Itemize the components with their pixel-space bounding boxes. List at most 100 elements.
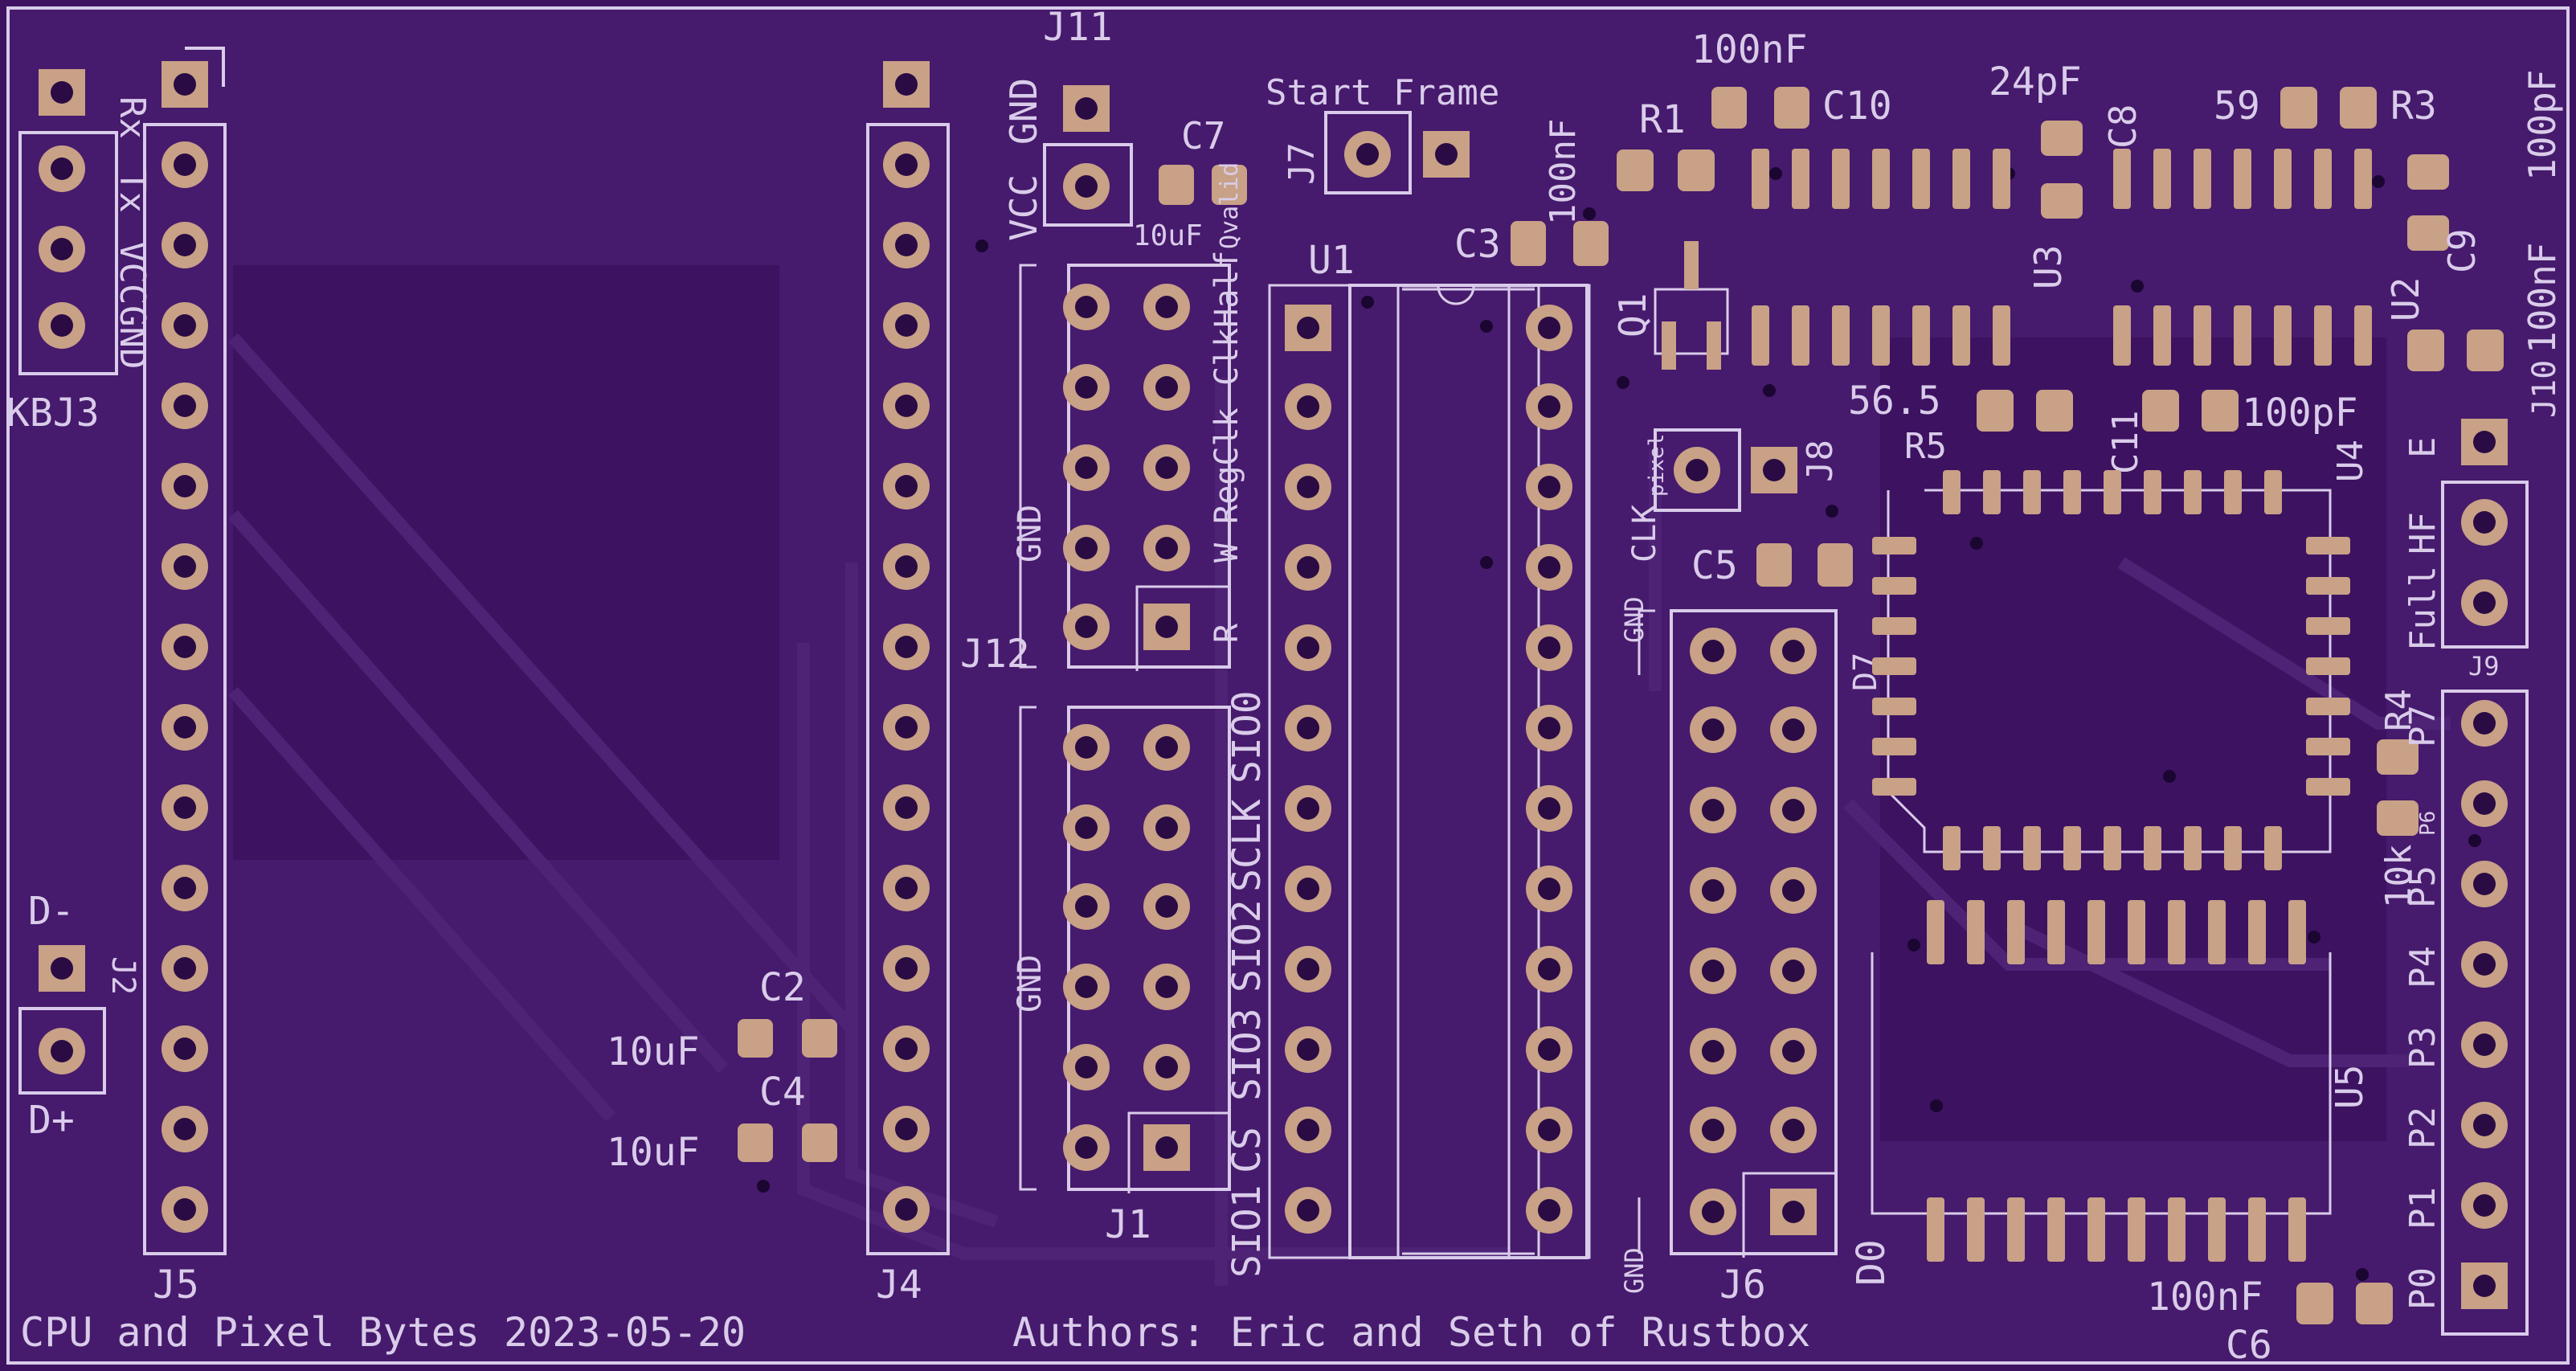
j7-pin-1 [1344,131,1391,178]
j9-label-p7: P7 [2402,705,2443,747]
j11-pin-gnd [1063,85,1110,132]
c7-value: 10uF [1133,219,1203,252]
r4-pad-b [2377,800,2419,836]
j12-pin1-marker [1135,585,1229,671]
q1-pad-1 [1662,321,1676,370]
c6-pad-b [2356,1283,2393,1324]
u1-body [1396,285,1540,1258]
c10-pad-a [1711,87,1747,129]
j6-gnd-bottom-label: GND [1619,1247,1650,1294]
c6-ref: C6 [2226,1323,2272,1368]
j6-pin1-marker [1742,1172,1836,1258]
u1-left-row-outline [1268,284,1351,1259]
kbj3-ref: KBJ3 [6,391,100,436]
kb-label-gnd: GND [112,305,153,369]
j1-gnd-label: GND [1012,955,1049,1013]
u4-pads [1872,470,2350,870]
c5-pad-b [1818,543,1853,587]
c6-value: 100nF [2147,1275,2263,1320]
j9-label-p5: P5 [2402,866,2443,908]
d0-label: D0 [1849,1239,1894,1286]
c7-ref: C7 [1181,114,1225,158]
kb-label-vcc: VCC [112,241,153,305]
j12-label-qvalid: Qvalid [1216,162,1244,249]
j6-ref: J6 [1719,1263,1766,1308]
r3-pad-b [2340,87,2377,129]
j12-gnd-label: GND [1012,505,1049,563]
j12-label-r: R [1208,623,1245,643]
c4-value: 10uF [607,1130,700,1175]
j9-outline [2441,690,2529,1336]
r4-value: 10k [2378,845,2419,908]
u4-flag-pin-full [2461,579,2508,626]
c2-pad-b [802,1019,837,1058]
j12-label-w-regclk: W RegClk [1208,407,1245,563]
c8-pad-a [2041,121,2083,156]
q1-pad-2 [1707,321,1721,370]
j1-pin1-marker [1127,1111,1229,1193]
r3-ref: R3 [2390,84,2437,129]
j6-outline [1670,609,1838,1255]
j8-outline [1654,428,1741,512]
u5-pads [1927,900,2306,1262]
j9-label-p6: P6 [2416,811,2440,836]
j8-clk-sub: pixel [1645,434,1669,497]
c2-value: 10uF [607,1029,700,1074]
kb-label-rx: Rx [112,96,153,139]
open-area-right [1880,338,2386,1141]
j9-label-p0: P0 [2402,1267,2443,1310]
usb-dminus-label: D- [28,889,75,934]
c10-pad-b [1774,87,1809,129]
j9-ref: J9 [2468,651,2500,681]
u3-pads [1752,149,2010,366]
j4-ref: J4 [876,1263,922,1308]
u4-label-hf: HF [2402,512,2443,555]
j1-label-sio1: SIO1 [1225,1185,1270,1278]
u2-ref: U2 [2384,277,2427,321]
board-title: CPU and Pixel Bytes 2023-05-20 [20,1309,746,1356]
r1-pad-a [1617,149,1654,191]
r4-pad-a [2377,739,2419,775]
j1-label-sio3: SIO3 [1225,1008,1270,1101]
c3-pad-a [1511,221,1546,266]
r5-pad-b [2036,390,2073,432]
board-authors: Authors: Eric and Seth of Rustbox [1012,1309,1810,1356]
j9-label-p4: P4 [2402,946,2443,988]
j8-ref: J8 [1800,440,1841,482]
u2-pads [2113,149,2372,366]
j1-label-sclk: SCLK [1225,799,1270,892]
j8-pin-2 [1751,447,1797,493]
usb-pin-dplus [39,1028,85,1074]
j5-pins [162,61,208,1233]
j4-outline [866,123,950,1255]
j12-label-clkhalf: ClkHalf [1208,250,1245,386]
u1-body-ends [1402,288,1535,1255]
j1-gnd-bracket [1019,706,1037,1191]
j7-pin-2 [1423,131,1470,178]
j4-pins [883,61,930,1233]
c7-pad-b [1212,165,1247,205]
j9-label-p2: P2 [2402,1107,2443,1149]
u4-label-full: Full [2402,566,2443,651]
j1-outline [1067,706,1231,1191]
c8-pad-b [2041,183,2083,219]
c10-ref: C10 [1822,84,1892,129]
c11-ref: C11 [2105,411,2146,474]
r3-pad-a [2280,87,2317,129]
u1-notch [1402,284,1535,305]
j7-label: Start Frame [1266,72,1499,113]
j11-label-gnd: GND [1002,78,1045,145]
u4-label-e: E [2402,437,2443,459]
usb-dplus-label: D+ [28,1098,75,1143]
c3-ref: C3 [1454,222,1501,267]
j11-label-vcc: VCC [1002,174,1045,241]
j11-pin-vcc [1063,163,1110,210]
c11-pad-b [2202,390,2239,432]
j2-ref: J2 [104,956,141,995]
c4-pad-b [802,1123,837,1162]
c5-pad-a [1756,543,1792,587]
c7-pad-a [1159,165,1194,205]
r5-pad-a [1977,390,2014,432]
r5-value: 56.5 [1848,379,1941,424]
